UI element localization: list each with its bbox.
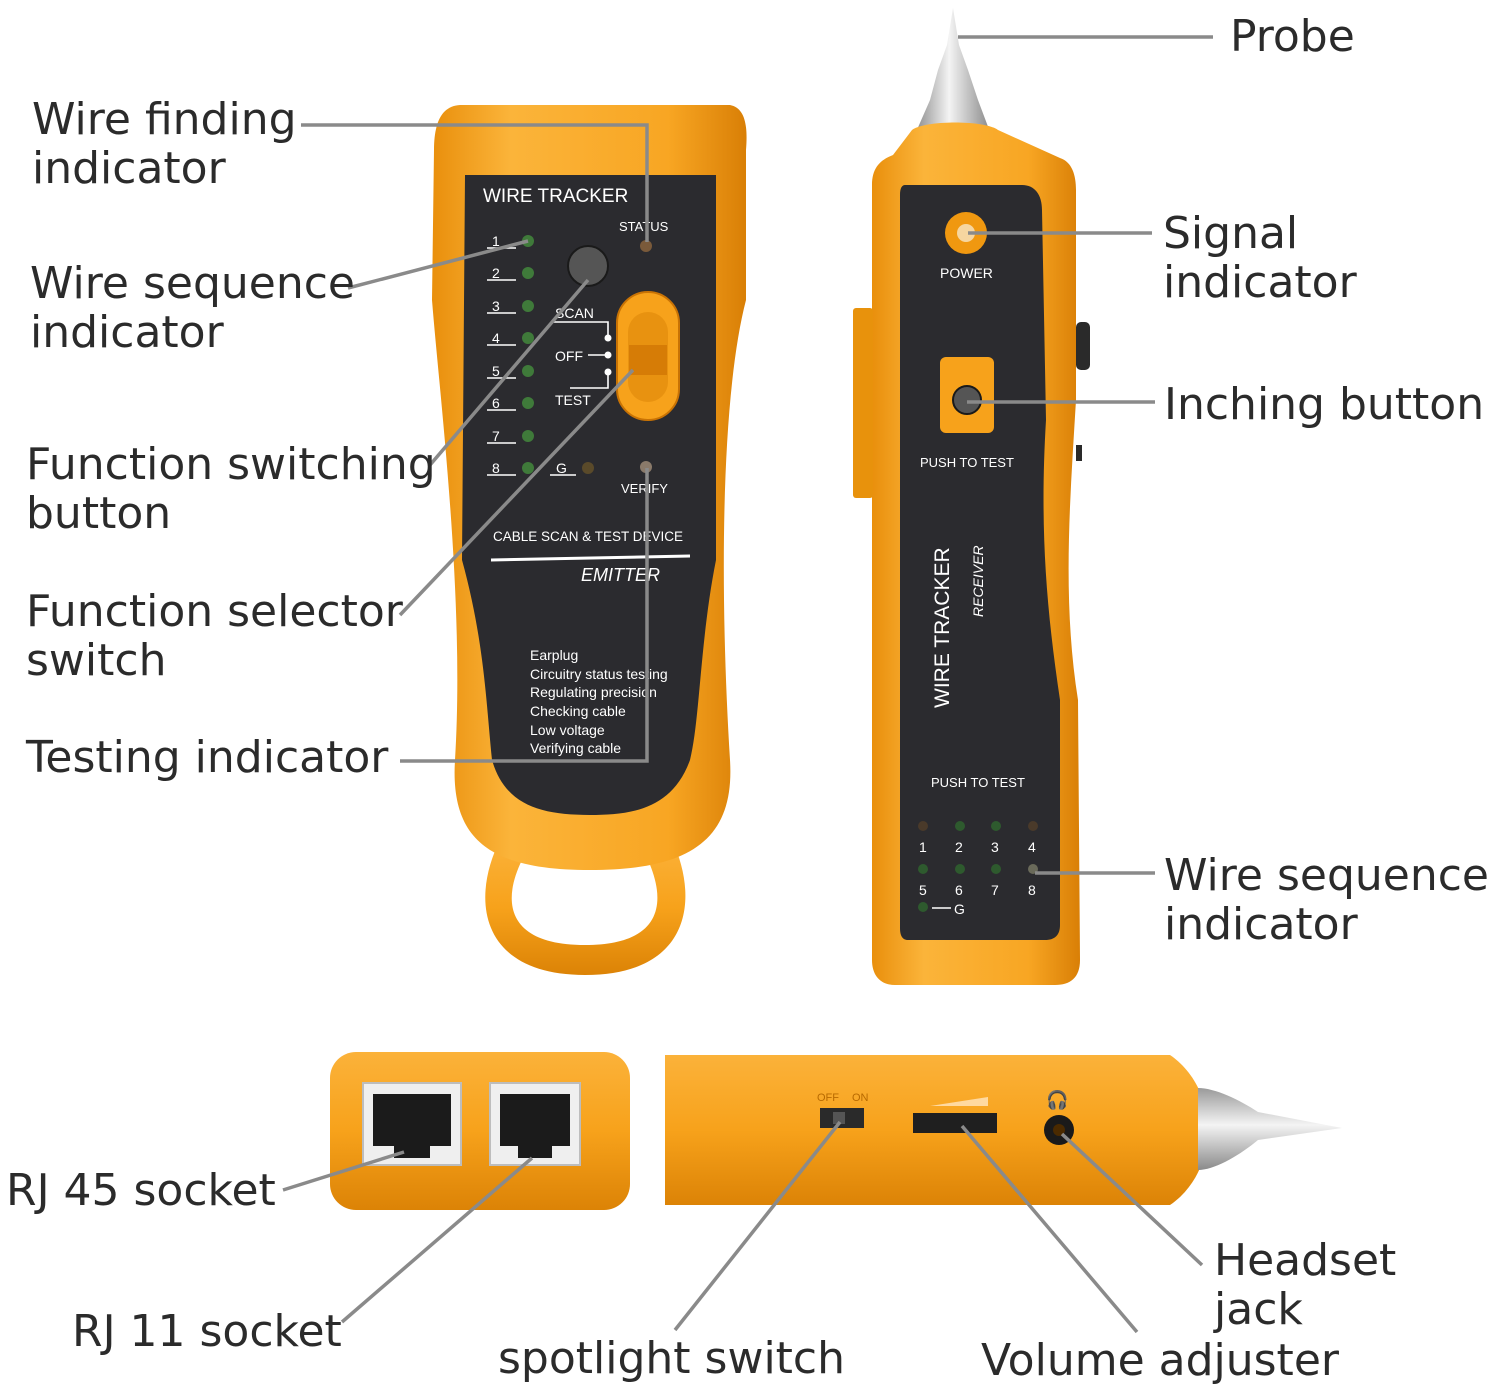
leader-wire-finding bbox=[301, 123, 649, 242]
emitter-unit: WIRE TRACKER STATUS 1 2 3 4 5 6 7 8 G SC… bbox=[432, 105, 747, 975]
emitter-led-g bbox=[582, 462, 594, 474]
volume-wedge bbox=[930, 1097, 988, 1106]
wire-finding-indicator-label: Wire finding indicator bbox=[32, 94, 297, 194]
emitter-panel-divider bbox=[490, 554, 691, 562]
receiver-wire-num-4: 4 bbox=[1028, 839, 1036, 855]
volume-adjuster-label: Volume adjuster bbox=[981, 1335, 1339, 1386]
leader-headset bbox=[1060, 1132, 1204, 1267]
emitter-texts: WIRE TRACKER STATUS 1 2 3 4 5 6 7 8 G SC… bbox=[483, 186, 683, 756]
emitter-hanging-loop bbox=[485, 840, 686, 975]
inching-button-label: Inching button bbox=[1164, 379, 1485, 430]
emitter-wire-num-6: 6 bbox=[492, 395, 500, 411]
status-label: STATUS bbox=[619, 219, 669, 234]
signal-indicator-label: Signal indicator bbox=[1163, 208, 1357, 308]
emitter-led-4 bbox=[522, 332, 534, 344]
spotlight-off-label: OFF bbox=[817, 1092, 839, 1104]
wire-sequence-indicator-receiver-label: Wire sequence indicator bbox=[1164, 850, 1489, 950]
function-selector-switch-knob bbox=[629, 345, 667, 375]
headphone-icon: 🎧 bbox=[1046, 1089, 1068, 1110]
emitter-led-5 bbox=[522, 365, 534, 377]
leader-function-selector bbox=[398, 368, 635, 617]
feature-3: Regulating precision bbox=[530, 684, 657, 700]
receiver-unit: POWER PUSH TO TEST WIRE TRACKER RECEIVER… bbox=[853, 8, 1090, 985]
off-label: OFF bbox=[555, 348, 583, 364]
receiver-side-probe bbox=[1198, 1088, 1342, 1170]
receiver-texts: POWER PUSH TO TEST WIRE TRACKER RECEIVER… bbox=[919, 265, 1036, 917]
leader-function-switching bbox=[428, 278, 590, 467]
emitter-wire-num-2: 2 bbox=[492, 265, 500, 281]
leader-spotlight bbox=[673, 1120, 842, 1332]
probe-label: Probe bbox=[1230, 11, 1355, 62]
spotlight-switch-label: spotlight switch bbox=[498, 1333, 845, 1384]
receiver-side-switch bbox=[1076, 445, 1082, 461]
testing-indicator-label: Testing indicator bbox=[26, 732, 389, 783]
receiver-wire-num-2: 2 bbox=[955, 839, 963, 855]
emitter-wire-num-8: 8 bbox=[492, 460, 500, 476]
receiver-title: WIRE TRACKER bbox=[931, 547, 954, 708]
emitter-wire-num-3: 3 bbox=[492, 298, 500, 314]
emitter-wire-num-7: 7 bbox=[492, 428, 500, 444]
feature-1: Earplug bbox=[530, 647, 578, 663]
receiver-wire-num-1: 1 bbox=[919, 839, 927, 855]
power-label: POWER bbox=[940, 265, 993, 281]
receiver-label: RECEIVER bbox=[970, 545, 986, 617]
emitter-wire-num-1: 1 bbox=[492, 233, 500, 249]
emitter-led-6 bbox=[522, 397, 534, 409]
verify-led bbox=[640, 461, 652, 473]
emitter-title: WIRE TRACKER bbox=[483, 186, 628, 207]
feature-2: Circuitry status testing bbox=[530, 666, 668, 682]
receiver-wire-num-6: 6 bbox=[955, 882, 963, 898]
verify-label: VERIFY bbox=[621, 481, 668, 496]
inching-button bbox=[952, 385, 982, 415]
leader-rj11 bbox=[340, 1156, 534, 1324]
receiver-side-clip bbox=[853, 308, 873, 498]
receiver-ground-label: G bbox=[954, 901, 965, 917]
leader-testing-indicator bbox=[400, 468, 649, 763]
function-selector-switch-label: Function selector switch bbox=[26, 586, 403, 686]
rj11-socket-label: RJ 11 socket bbox=[72, 1306, 342, 1357]
receiver-wire-num-7: 7 bbox=[991, 882, 999, 898]
emitter-end-view bbox=[330, 1052, 630, 1210]
wire-sequence-indicator-emitter-label: Wire sequence indicator bbox=[30, 258, 355, 358]
emitter-led-2 bbox=[522, 267, 534, 279]
feature-4: Checking cable bbox=[530, 703, 626, 719]
test-label: TEST bbox=[555, 392, 591, 408]
emitter-wire-num-5: 5 bbox=[492, 363, 500, 379]
emitter-label: EMITTER bbox=[581, 565, 660, 585]
rj45-socket-label: RJ 45 socket bbox=[6, 1165, 276, 1216]
emitter-led-underlines bbox=[487, 247, 576, 476]
status-led bbox=[640, 240, 652, 252]
emitter-wire-num-4: 4 bbox=[492, 330, 500, 346]
emitter-led-3 bbox=[522, 300, 534, 312]
emitter-led-7 bbox=[522, 430, 534, 442]
function-switching-button bbox=[567, 245, 609, 287]
receiver-wire-num-5: 5 bbox=[919, 882, 927, 898]
receiver-wire-num-3: 3 bbox=[991, 839, 999, 855]
receiver-side-view: OFF ON 🎧 bbox=[665, 1055, 1342, 1205]
function-switching-button-label: Function switching button bbox=[26, 439, 436, 539]
receiver-volume-wheel bbox=[1076, 322, 1090, 370]
push-to-test-label-1: PUSH TO TEST bbox=[920, 455, 1014, 470]
volume-adjuster bbox=[913, 1113, 997, 1133]
receiver-wire-leds bbox=[918, 821, 1038, 912]
headset-jack-label: Headset jack bbox=[1214, 1235, 1397, 1335]
leader-wire-sequence-emitter bbox=[347, 239, 529, 290]
leader-volume bbox=[960, 1124, 1139, 1334]
feature-6: Verifying cable bbox=[530, 740, 621, 756]
feature-5: Low voltage bbox=[530, 722, 605, 738]
leader-lines bbox=[282, 35, 1213, 1334]
leader-rj45 bbox=[282, 1150, 405, 1192]
push-to-test-label-2: PUSH TO TEST bbox=[931, 775, 1025, 790]
signal-indicator bbox=[957, 224, 975, 242]
emitter-ground-label: G bbox=[556, 460, 567, 476]
emitter-subtitle: CABLE SCAN & TEST DEVICE bbox=[493, 529, 683, 544]
emitter-led-8 bbox=[522, 462, 534, 474]
receiver-wire-num-8: 8 bbox=[1028, 882, 1036, 898]
receiver-probe bbox=[916, 8, 990, 132]
spotlight-on-label: ON bbox=[852, 1092, 869, 1104]
